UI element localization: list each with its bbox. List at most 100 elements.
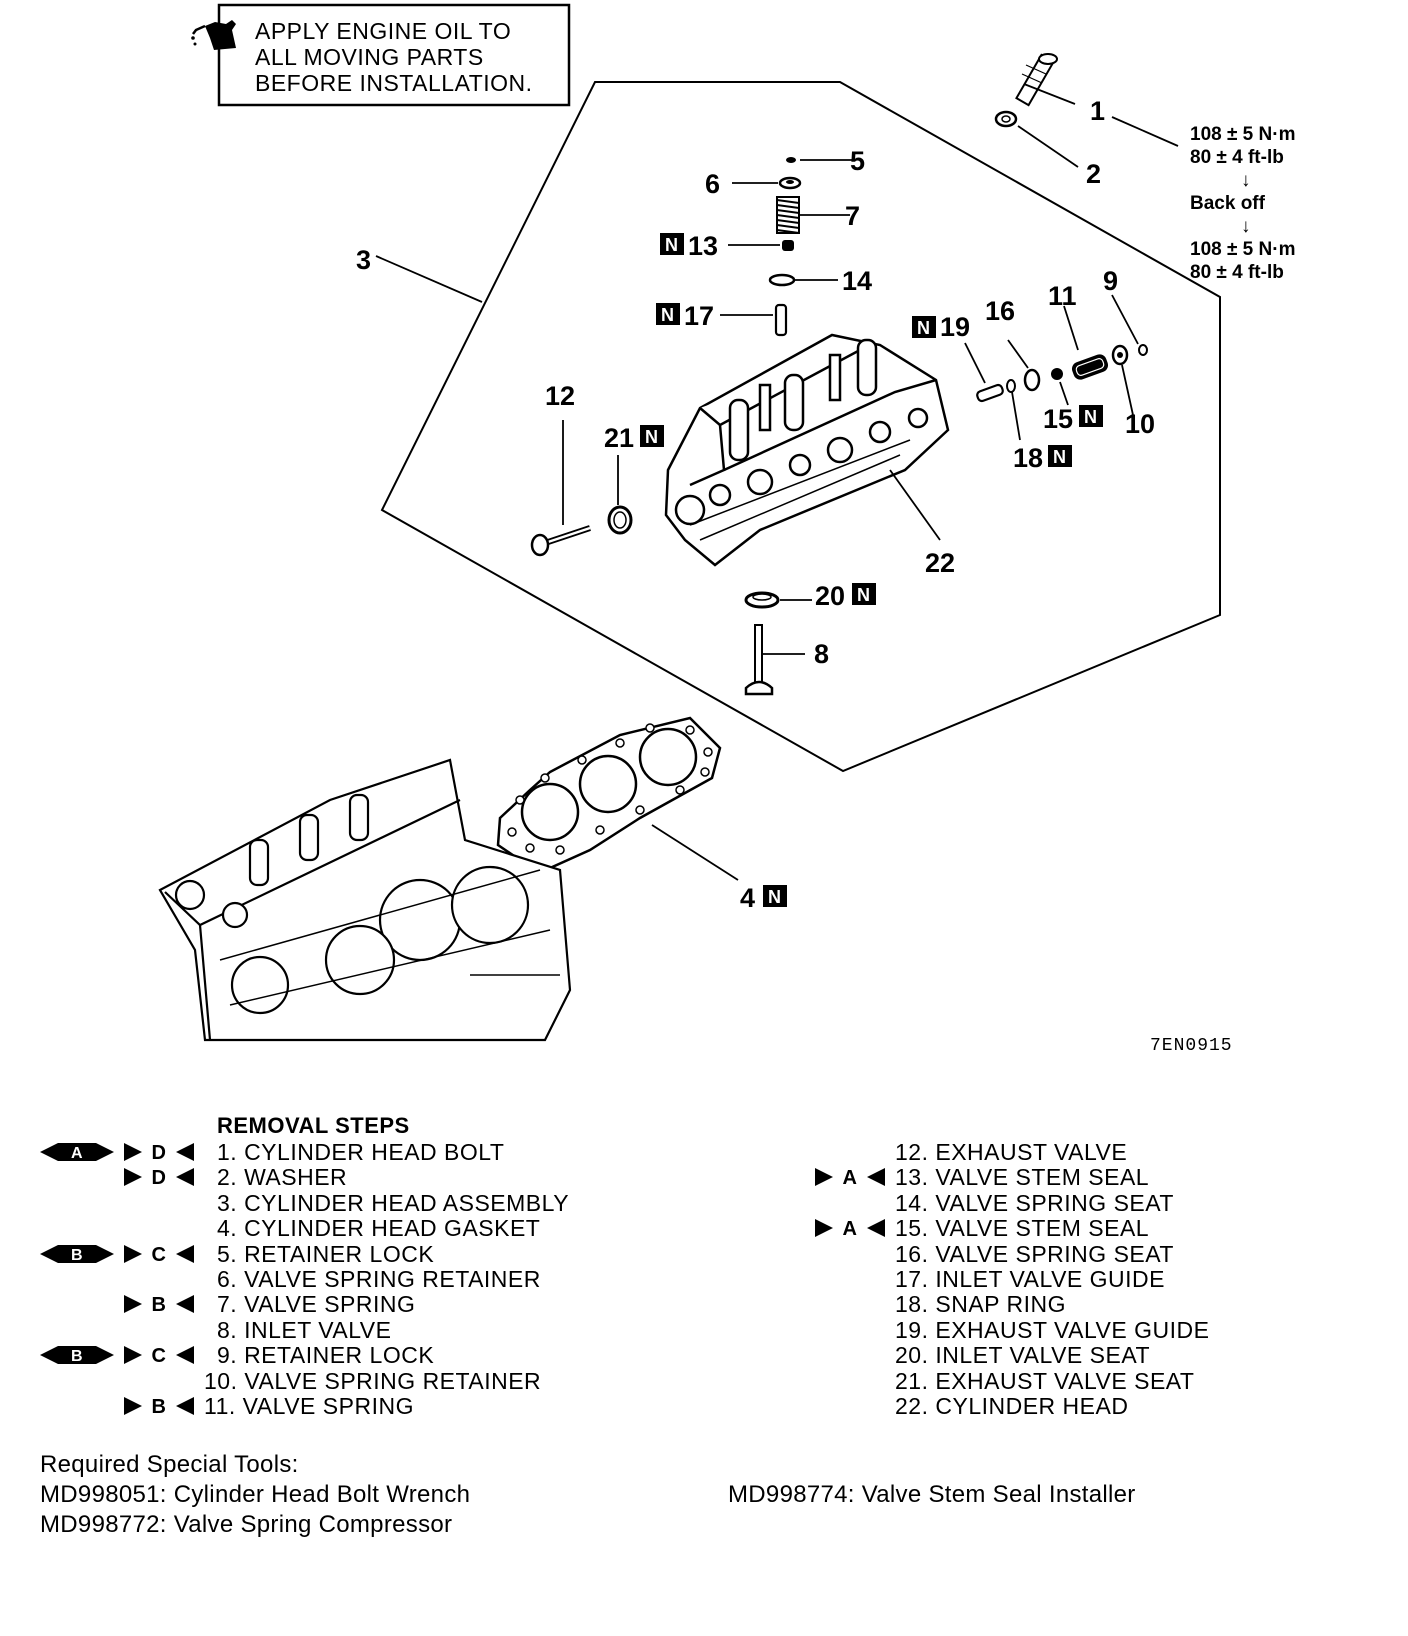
torque-line-3: 108 ± 5 N·m <box>1190 239 1295 260</box>
gasket-bolt-hole <box>515 795 525 805</box>
spring-coil <box>776 204 800 209</box>
callout-13: 13 <box>688 231 718 261</box>
removal-step: 16. VALVE SPRING SEAT <box>815 1241 1275 1267</box>
removal-step: 14. VALVE SPRING SEAT <box>815 1190 1275 1216</box>
svg-text:N: N <box>645 427 658 447</box>
svg-text:N: N <box>1084 407 1097 427</box>
gasket-bolt-hole <box>703 747 713 757</box>
removal-step: B 7. VALVE SPRING <box>40 1291 660 1318</box>
removal-step-text: 15. VALVE STEM SEAL <box>895 1215 1150 1242</box>
removal-step: 4. CYLINDER HEAD GASKET <box>40 1215 660 1242</box>
spring-coil <box>776 224 800 229</box>
assembly-boundary <box>380 81 1221 773</box>
removal-step: 22. CYLINDER HEAD <box>815 1393 1275 1419</box>
spring-seat-14 <box>768 273 796 287</box>
removal-step-text: 7. VALVE SPRING <box>217 1291 416 1318</box>
removal-step-text: 8. INLET VALVE <box>217 1316 392 1343</box>
callout-22: 22 <box>925 548 955 578</box>
spring-coil <box>776 229 800 234</box>
callout-10: 10 <box>1125 409 1155 439</box>
installation-service-mark: D <box>124 1142 194 1162</box>
inlet-valve-seat-20 <box>744 591 780 609</box>
spring-retainer-6 <box>778 176 802 190</box>
callout-15: 15 <box>1043 404 1073 434</box>
tool-md998772: MD998772: Valve Spring Compressor <box>40 1511 453 1538</box>
gasket-bolt-hole <box>685 725 695 735</box>
callout-8: 8 <box>814 639 829 669</box>
gasket-bolt-hole <box>635 805 645 815</box>
callout-4: 4 <box>740 883 755 913</box>
svg-text:D: D <box>152 1167 167 1187</box>
torque-arrow-1: ↓ <box>1241 170 1251 191</box>
callout-17: 17 <box>684 301 714 331</box>
retainer-lock-5 <box>786 157 796 163</box>
torque-back-off: Back off <box>1190 193 1266 214</box>
installation-service-mark: B <box>124 1396 194 1416</box>
retainer-lock-9 <box>1138 344 1148 356</box>
valve-spring-7 <box>776 196 800 234</box>
removal-step-text: 18. SNAP RING <box>895 1291 1066 1318</box>
svg-text:N: N <box>917 318 930 338</box>
callout-21: 21 <box>604 423 634 453</box>
cylinder-head-bolt <box>1015 53 1058 107</box>
new-badge-4: N <box>763 885 787 907</box>
removal-step-text: 5. RETAINER LOCK <box>217 1240 435 1267</box>
exploded-diagram: APPLY ENGINE OIL TO ALL MOVING PARTS BEF… <box>158 3 1295 1056</box>
removal-step: 18. SNAP RING <box>815 1291 1275 1318</box>
spring-retainer-10 <box>1111 344 1129 366</box>
installation-service-mark: A <box>815 1167 885 1187</box>
gasket-bolt-hole <box>615 738 625 748</box>
removal-step: 20. INLET VALVE SEAT <box>815 1342 1275 1368</box>
callout-18: 18 <box>1013 443 1043 473</box>
removal-step: B C 5. RETAINER LOCK <box>40 1240 660 1267</box>
new-part-badges: N N N N N N N N <box>640 233 1103 907</box>
spring-coil <box>776 219 800 224</box>
torque-line-4: 80 ± 4 ft-lb <box>1190 262 1284 283</box>
engine-block <box>158 758 572 1042</box>
torque-line-2: 80 ± 4 ft-lb <box>1190 147 1284 168</box>
svg-text:B: B <box>71 1247 83 1264</box>
exhaust-valve-seat-21 <box>607 505 633 535</box>
inlet-valve-8 <box>744 624 774 696</box>
valve-stem-seal-15 <box>1051 368 1063 380</box>
removal-step: A 13. VALVE STEM SEAL <box>815 1164 1275 1191</box>
callout-12: 12 <box>545 381 575 411</box>
new-badge-20: N <box>852 583 876 605</box>
torque-line-1: 108 ± 5 N·m <box>1190 124 1295 145</box>
gasket-bolt-hole <box>507 827 517 837</box>
svg-text:N: N <box>768 887 781 907</box>
svg-text:C: C <box>152 1244 167 1264</box>
gasket-bolt-hole <box>595 825 605 835</box>
new-badge-21: N <box>640 425 664 447</box>
inlet-valve-guide-17 <box>774 303 788 337</box>
callout-20: 20 <box>815 581 845 611</box>
note-line-2: ALL MOVING PARTS <box>255 44 484 70</box>
removal-step-text: 3. CYLINDER HEAD ASSEMBLY <box>217 1189 570 1216</box>
removal-step-text: 6. VALVE SPRING RETAINER <box>217 1265 541 1292</box>
removal-step-text: 9. RETAINER LOCK <box>217 1342 435 1369</box>
svg-text:D: D <box>152 1142 167 1162</box>
oil-can-icon <box>191 20 236 50</box>
callout-3: 3 <box>356 245 371 275</box>
svg-text:B: B <box>152 1294 167 1314</box>
gasket-bolt-hole <box>645 723 655 733</box>
removal-step-text: 17. INLET VALVE GUIDE <box>895 1265 1165 1292</box>
gasket-bolt-hole <box>577 755 587 765</box>
removal-step-text: 12. EXHAUST VALVE <box>895 1139 1128 1165</box>
note-line-1: APPLY ENGINE OIL TO <box>255 18 511 44</box>
gasket-bolt-hole <box>555 845 565 855</box>
svg-text:A: A <box>843 1218 858 1238</box>
installation-service-mark: D <box>124 1167 194 1187</box>
special-tools-right: MD998774: Valve Stem Seal Installer <box>728 1480 1136 1510</box>
removal-step-text: 13. VALVE STEM SEAL <box>895 1164 1150 1191</box>
removal-step-text: 4. CYLINDER HEAD GASKET <box>217 1215 541 1242</box>
removal-step-text: 1. CYLINDER HEAD BOLT <box>217 1139 505 1165</box>
svg-text:N: N <box>857 585 870 605</box>
figure-code: 7EN0915 <box>1150 1036 1233 1056</box>
spring-seat-16 <box>1023 368 1041 392</box>
